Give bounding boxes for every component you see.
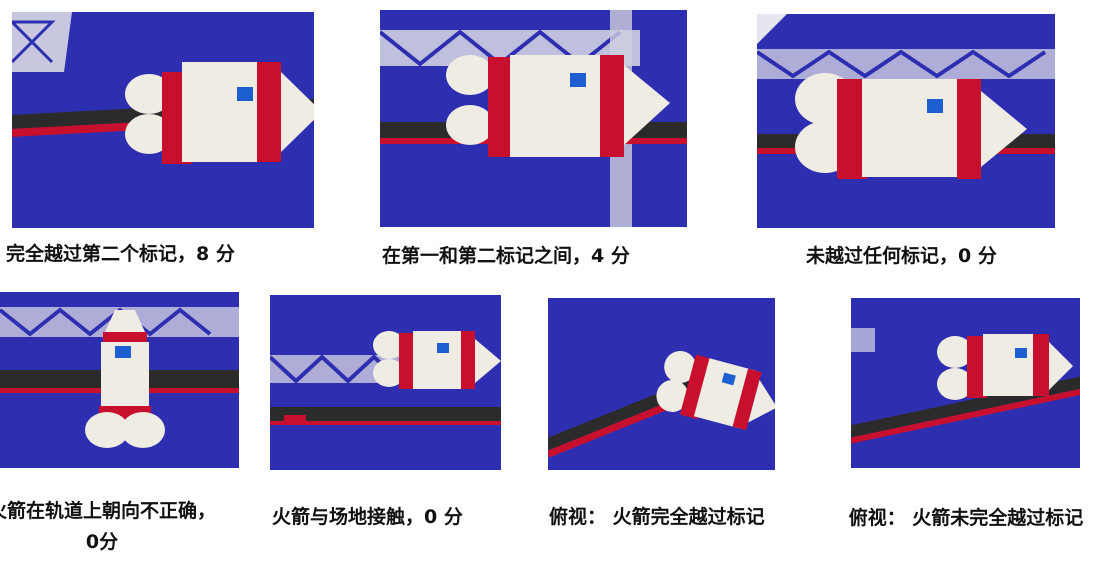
photo-5-illustration — [270, 295, 501, 470]
photo-4-illustration — [0, 292, 239, 468]
caption-photo-6: 俯视： 火箭完全越过标记 — [549, 506, 765, 528]
photo-7-illustration — [851, 298, 1080, 468]
photo-3-illustration — [757, 14, 1055, 228]
photo-5 — [270, 295, 501, 470]
photo-2 — [380, 10, 687, 227]
photo-3 — [757, 14, 1055, 228]
photo-1-illustration — [12, 12, 314, 228]
caption-photo-1: 完全越过第二个标记，8 分 — [6, 243, 235, 265]
photo-4 — [0, 292, 239, 468]
photo-6-illustration — [548, 298, 775, 470]
caption-photo-2: 在第一和第二标记之间，4 分 — [382, 245, 630, 267]
photo-1 — [12, 12, 314, 228]
photo-6 — [548, 298, 775, 470]
caption-photo-7: 俯视： 火箭未完全越过标记 — [848, 507, 1084, 529]
caption-photo-4: 火箭在轨道上朝向不正确，0分 — [0, 500, 216, 553]
caption-photo-3: 未越过任何标记，0 分 — [806, 245, 997, 267]
caption-photo-5: 火箭与场地接触，0 分 — [272, 506, 463, 528]
photo-2-illustration — [380, 10, 687, 227]
photo-7 — [851, 298, 1080, 468]
caption-photo-4-clip: 火箭在轨道上朝向不正确，0分 — [0, 496, 230, 562]
